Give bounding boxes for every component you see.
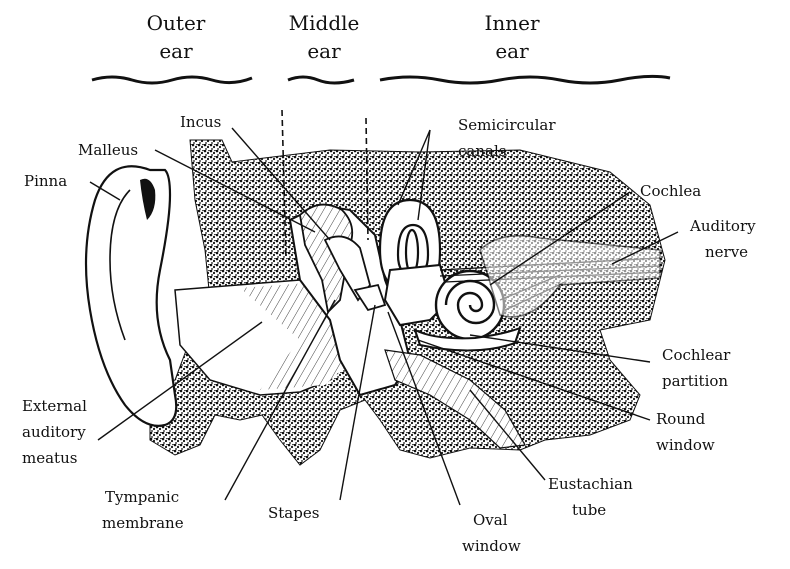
pinna-tragus (140, 178, 156, 220)
leader-lines (89, 127, 679, 506)
label-eustachian-2: tube (572, 501, 606, 519)
leader-round-window (417, 339, 651, 421)
leader-oval-window (387, 311, 461, 506)
header-inner-line2: ear (495, 39, 529, 63)
label-cochlea: Cochlea (640, 182, 701, 200)
label-external-meatus-2: auditory (22, 423, 86, 441)
label-cochlear-partition-1: Cochlear (662, 346, 731, 364)
label-stapes: Stapes (268, 504, 319, 522)
vestibule-shape (383, 263, 452, 327)
label-tympanic-2: membrane (102, 514, 184, 532)
leader-cochlea (489, 191, 631, 286)
structure-labels: Incus Malleus Pinna Semicircular canals … (22, 113, 756, 555)
leader-external-meatus (97, 321, 263, 441)
boundary-lines (281, 109, 369, 261)
leader-auditory-nerve (611, 231, 679, 265)
label-oval-window-1: Oval (473, 511, 508, 529)
leader-stapes (339, 304, 376, 501)
leader-semicircular-2 (417, 129, 431, 221)
label-eustachian-1: Eustachian (548, 475, 633, 493)
cochlear-partition-shape (413, 326, 522, 352)
header-middle-line2: ear (307, 39, 341, 63)
leader-malleus (154, 149, 316, 233)
leader-semicircular-1 (397, 129, 431, 206)
label-round-window-2: window (656, 436, 715, 454)
leader-incus (231, 127, 331, 241)
section-headers: Outer ear Middle ear Inner ear (147, 11, 540, 63)
header-middle-line1: Middle (289, 11, 360, 35)
pinna-shape (84, 165, 178, 427)
label-semicircular-1: Semicircular (458, 116, 556, 134)
label-pinna: Pinna (24, 172, 67, 190)
label-semicircular-2: canals (458, 142, 506, 160)
pinna-inner-fold (109, 189, 131, 341)
header-outer-line1: Outer (147, 11, 206, 35)
label-incus: Incus (180, 113, 221, 131)
label-oval-window-2: window (462, 537, 521, 555)
header-outer-line2: ear (159, 39, 193, 63)
label-tympanic-1: Tympanic (105, 488, 179, 506)
brace-inner (379, 74, 671, 85)
label-external-meatus-1: External (22, 397, 87, 415)
leader-pinna (89, 181, 121, 201)
label-external-meatus-3: meatus (22, 449, 77, 467)
header-inner-line1: Inner (484, 11, 539, 35)
leader-tympanic (224, 299, 336, 501)
leader-cochlear-partition (469, 334, 651, 363)
label-malleus: Malleus (78, 141, 138, 159)
stapes-shape (353, 283, 387, 312)
label-cochlear-partition-2: partition (662, 372, 728, 390)
section-braces (91, 74, 671, 85)
leader-eustachian (469, 389, 546, 481)
brace-outer (91, 75, 253, 85)
label-auditory-nerve-1: Auditory (689, 217, 756, 235)
brace-middle (287, 75, 355, 85)
label-auditory-nerve-2: nerve (705, 243, 748, 261)
label-round-window-1: Round (656, 410, 706, 428)
eustachian-tube-shape (384, 349, 526, 449)
nerve-channel (479, 235, 661, 318)
